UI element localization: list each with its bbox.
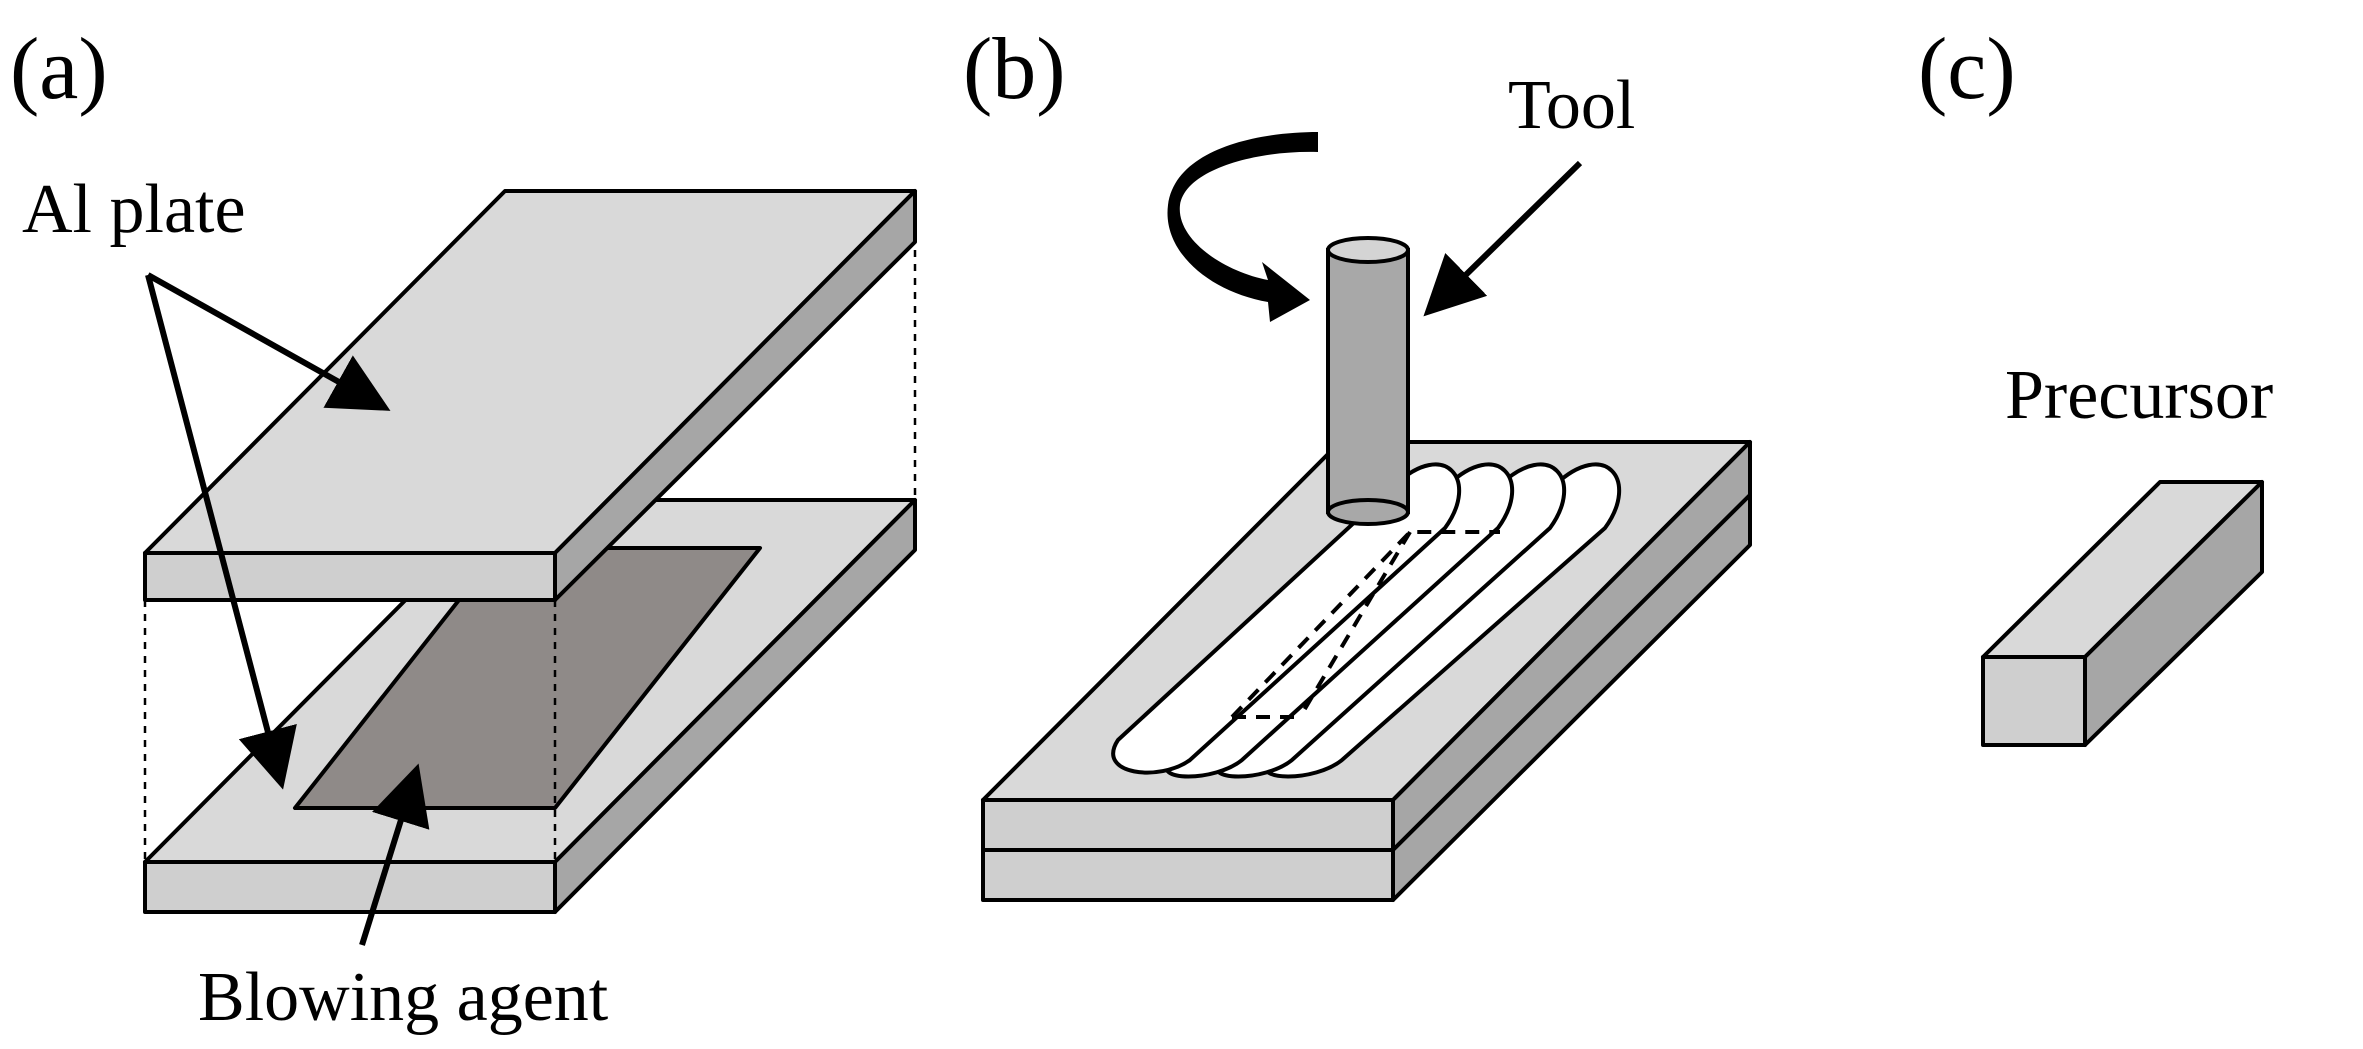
- bottom-plate-front-face: [143, 860, 557, 914]
- panel-c-label: (c): [1918, 21, 2016, 118]
- blowing-agent-layer: [293, 546, 762, 810]
- fsw-tool: [1326, 236, 1410, 526]
- rotation-arrow-icon: [1167, 132, 1318, 322]
- al-plate-arrow-top: [146, 272, 391, 411]
- top-plate-front-face: [143, 551, 557, 602]
- top-plate: [143, 189, 917, 602]
- blowing-agent-label: Blowing agent: [198, 959, 609, 1036]
- panel-a: (a) Al plate Blowing agent: [10, 21, 917, 1036]
- stack-front-face-upper: [981, 798, 1395, 852]
- precursor-front-face: [1981, 655, 2087, 747]
- precursor-cut-outline: [1230, 530, 1500, 719]
- panel-b: (b) Tool: [963, 21, 1752, 902]
- tool-body: [1326, 248, 1410, 514]
- stack-front-face-lower: [981, 848, 1395, 902]
- panel-b-label: (b): [963, 21, 1066, 118]
- precursor-block: [1981, 480, 2264, 747]
- al-plate-arrow-bottom: [145, 274, 297, 790]
- tool-arrow: [1423, 160, 1583, 317]
- tool-top: [1326, 236, 1410, 264]
- panel-c: (c) Precursor: [1918, 21, 2273, 747]
- al-plate-label: Al plate: [22, 171, 246, 248]
- tool-bottom: [1326, 498, 1410, 526]
- weld-passes: [1111, 462, 1622, 779]
- panel-a-label: (a): [10, 21, 108, 118]
- blowing-agent-arrow: [359, 763, 430, 946]
- tool-label: Tool: [1508, 67, 1635, 144]
- precursor-label: Precursor: [2005, 357, 2273, 434]
- weld-pass-1: [1111, 462, 1462, 775]
